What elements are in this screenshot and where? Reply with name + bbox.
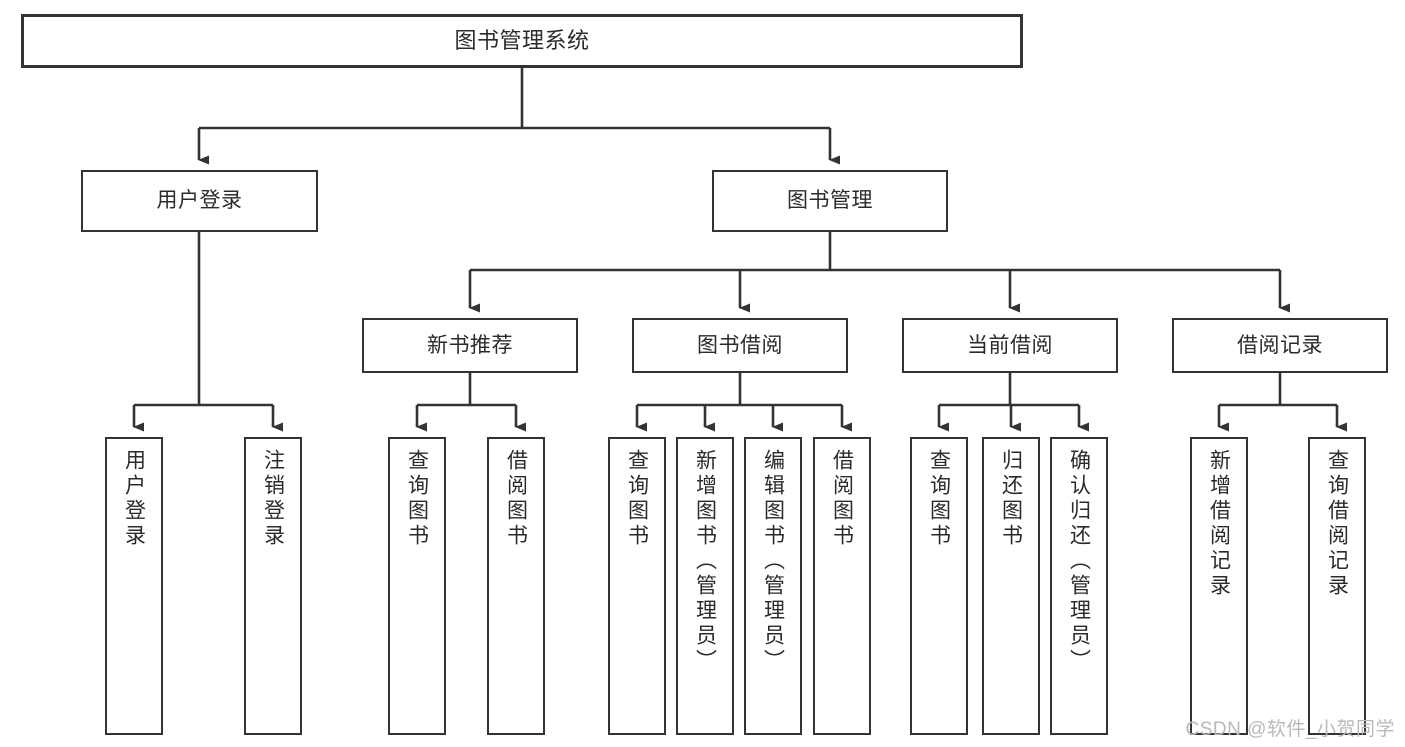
node-leaf-borrow-book-1-label: 借阅图书	[504, 449, 528, 549]
node-leaf-user-login-label: 用户登录	[122, 449, 146, 549]
node-leaf-add-book-label: 新增图书（管理员）	[693, 449, 717, 674]
node-leaf-logout-login-label: 注销登录	[261, 449, 285, 549]
node-root[interactable]: 图书管理系统	[21, 14, 1023, 68]
node-leaf-borrow-book-2-label: 借阅图书	[830, 449, 854, 549]
node-leaf-add-record-label: 新增借阅记录	[1207, 449, 1231, 599]
node-borrow-record[interactable]: 借阅记录	[1172, 318, 1388, 373]
node-root-label: 图书管理系统	[454, 27, 590, 53]
node-leaf-confirm-return-label: 确认归还（管理员）	[1067, 449, 1091, 674]
node-leaf-logout-login[interactable]: 注销登录	[244, 437, 302, 735]
node-leaf-edit-book-label: 编辑图书（管理员）	[761, 449, 785, 674]
node-leaf-query-book-2[interactable]: 查询图书	[608, 437, 666, 735]
node-leaf-query-book-3[interactable]: 查询图书	[910, 437, 968, 735]
node-leaf-borrow-book-1[interactable]: 借阅图书	[487, 437, 545, 735]
node-leaf-user-login[interactable]: 用户登录	[105, 437, 163, 735]
node-user-login-label: 用户登录	[156, 189, 243, 213]
node-leaf-add-book[interactable]: 新增图书（管理员）	[676, 437, 734, 735]
node-book-borrow[interactable]: 图书借阅	[632, 318, 848, 373]
node-leaf-query-book-3-label: 查询图书	[927, 449, 951, 549]
node-leaf-query-book-1-label: 查询图书	[405, 449, 429, 549]
node-leaf-borrow-book-2[interactable]: 借阅图书	[813, 437, 871, 735]
node-book-manage[interactable]: 图书管理	[712, 170, 948, 232]
node-leaf-query-record-label: 查询借阅记录	[1325, 449, 1349, 599]
node-book-borrow-label: 图书借阅	[697, 333, 783, 357]
node-current-borrow-label: 当前借阅	[967, 333, 1053, 357]
node-new-book-rec-label: 新书推荐	[427, 333, 513, 357]
node-leaf-query-record[interactable]: 查询借阅记录	[1308, 437, 1366, 735]
node-book-manage-label: 图书管理	[787, 189, 873, 213]
node-leaf-query-book-1[interactable]: 查询图书	[388, 437, 446, 735]
node-leaf-edit-book[interactable]: 编辑图书（管理员）	[744, 437, 802, 735]
node-current-borrow[interactable]: 当前借阅	[902, 318, 1118, 373]
node-new-book-rec[interactable]: 新书推荐	[362, 318, 578, 373]
node-leaf-query-book-2-label: 查询图书	[625, 449, 649, 549]
node-leaf-add-record[interactable]: 新增借阅记录	[1190, 437, 1248, 735]
node-leaf-return-book[interactable]: 归还图书	[982, 437, 1040, 735]
node-borrow-record-label: 借阅记录	[1237, 333, 1323, 357]
node-leaf-confirm-return[interactable]: 确认归还（管理员）	[1050, 437, 1108, 735]
node-leaf-return-book-label: 归还图书	[999, 449, 1023, 549]
node-user-login[interactable]: 用户登录	[81, 170, 318, 232]
